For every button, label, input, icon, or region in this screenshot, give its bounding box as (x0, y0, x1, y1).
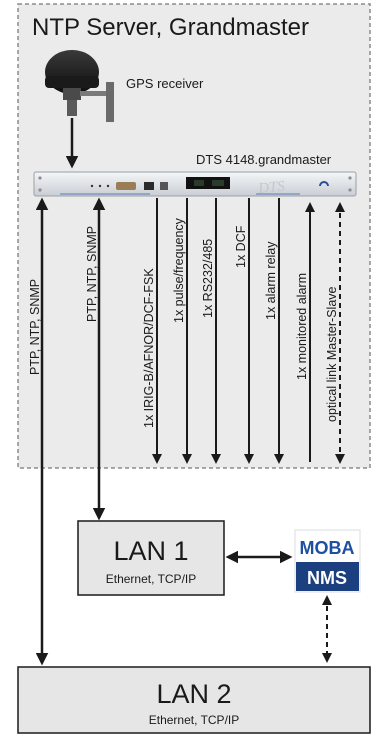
link-left-outer-label: PTP, NTP, SNMP (28, 279, 42, 375)
lan2-box (17, 666, 371, 734)
server-title: NTP Server, Grandmaster (32, 14, 309, 41)
nms-line1: MOBA (300, 538, 355, 558)
rack-device (33, 171, 357, 197)
output-label-dcf: 1x DCF (234, 225, 248, 268)
lan1-subtitle: Ethernet, TCP/IP (106, 572, 197, 586)
lan1-title: LAN 1 (113, 536, 188, 566)
moba-nms-logo (294, 529, 361, 593)
output-label-monitored-alarm: 1x monitored alarm (295, 273, 309, 380)
lan1-box (77, 520, 225, 596)
link-left-inner-label: PTP, NTP, SNMP (85, 226, 99, 322)
lan2-subtitle: Ethernet, TCP/IP (149, 713, 240, 727)
output-label-irig: 1x IRIG-B/AFNOR/DCF-FSK (142, 268, 156, 428)
nms-line2: NMS (307, 568, 347, 588)
output-label-rs232: 1x RS232/485 (201, 239, 215, 318)
output-label-optical: optical link Master-Slave (325, 286, 339, 422)
gps-antenna-icon (45, 50, 114, 122)
output-label-pulse: 1x pulse/frequency (172, 217, 186, 323)
gps-label: GPS receiver (126, 76, 204, 91)
output-label-alarm-relay: 1x alarm relay (264, 241, 278, 320)
device-label: DTS 4148.grandmaster (196, 152, 332, 167)
device-logo: DTS (256, 178, 286, 197)
lan2-title: LAN 2 (156, 679, 231, 709)
